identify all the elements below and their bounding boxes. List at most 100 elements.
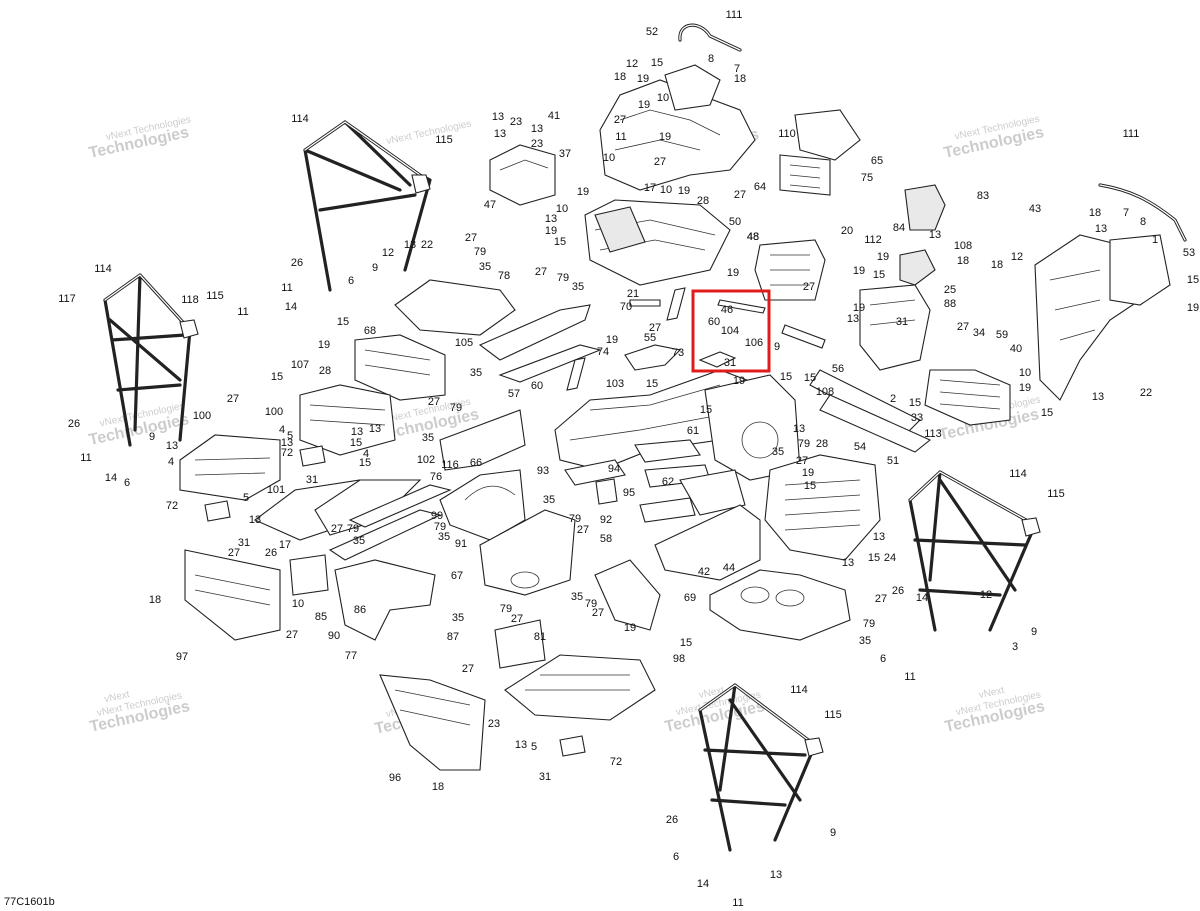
- callout-number: 13: [1095, 223, 1107, 235]
- callout-number: 4: [363, 448, 369, 460]
- callout-number: 27: [649, 322, 661, 334]
- callout-number: 27: [428, 396, 440, 408]
- callout-number: 111: [726, 9, 743, 21]
- callout-number: 9: [1031, 626, 1037, 638]
- callout-number: 11: [732, 897, 743, 909]
- callout-number: 13: [545, 213, 557, 225]
- callout-number: 18: [734, 73, 746, 85]
- callout-number: 35: [572, 281, 584, 293]
- callout-number: 107: [291, 359, 309, 371]
- callout-number: 77: [345, 650, 357, 662]
- callout-number: 64: [754, 181, 766, 193]
- callout-number: 35: [571, 591, 583, 603]
- callout-number: 7: [1123, 207, 1129, 219]
- callout-number: 93: [537, 465, 549, 477]
- callout-number: 91: [455, 538, 467, 550]
- right-fender-liner: [654, 504, 761, 581]
- grab-bar-top: [678, 23, 742, 52]
- dashboard-upper: [599, 64, 756, 191]
- callout-number: 35: [479, 261, 491, 273]
- callout-number: 85: [315, 611, 327, 623]
- callout-number: 26: [265, 547, 277, 559]
- callout-number: 54: [854, 441, 866, 453]
- callout-number: 19: [577, 186, 589, 198]
- callout-number: 48: [747, 231, 759, 243]
- callout-number: 60: [531, 380, 543, 392]
- callout-number: 111: [1123, 128, 1140, 140]
- watermark-line: vNext: [103, 689, 131, 705]
- floor-pan-left: [179, 434, 281, 501]
- callout-number: 31: [539, 771, 551, 783]
- callout-number: 31: [724, 357, 736, 369]
- callout-number: 79: [347, 523, 359, 535]
- callout-number: 72: [166, 500, 178, 512]
- side-panel-right: [1034, 234, 1171, 401]
- callout-number: 10: [556, 203, 568, 215]
- watermark: vNext vNext Technologies Technologies: [88, 689, 191, 736]
- callout-number: 96: [389, 772, 401, 784]
- callout-number: 100: [193, 410, 211, 422]
- grab-bar-right: [1098, 183, 1187, 242]
- callout-number: 15: [909, 397, 921, 409]
- callout-number: 19: [877, 251, 889, 263]
- callout-number: 24: [884, 552, 896, 564]
- sill-trim-right: [809, 369, 932, 453]
- callout-number: 98: [673, 653, 685, 665]
- watermark-line: vNext Technologies: [385, 118, 472, 147]
- roll-cage-top-left: [303, 120, 432, 292]
- callout-number: 13: [929, 229, 941, 241]
- callout-number: 6: [124, 477, 130, 489]
- cargo-tray-top: [584, 199, 731, 286]
- callout-number: 15: [271, 371, 283, 383]
- watermark: vNext Technologies Technologies: [942, 114, 1045, 162]
- callout-number: 115: [435, 134, 453, 146]
- callout-number: 15: [651, 57, 663, 69]
- callout-number: 15: [780, 371, 792, 383]
- callout-number: 19: [637, 73, 649, 85]
- callout-number: 114: [790, 684, 808, 696]
- callout-number: 9: [372, 262, 378, 274]
- callout-number: 18: [1089, 207, 1101, 219]
- roll-cage-right: [908, 470, 1041, 632]
- callout-number: 10: [660, 184, 672, 196]
- callout-number: 27: [577, 524, 589, 536]
- callout-number: 5: [287, 430, 293, 442]
- callout-number: 92: [600, 514, 612, 526]
- callout-number: 35: [353, 535, 365, 547]
- callout-number: 62: [662, 476, 674, 488]
- callout-number: 100: [265, 406, 283, 418]
- callout-number: 112: [864, 234, 882, 246]
- callout-number: 19: [733, 375, 745, 387]
- callout-number: 88: [944, 298, 956, 310]
- callout-number: 95: [623, 487, 635, 499]
- callout-number: 27: [957, 321, 969, 333]
- callout-number: 11: [80, 452, 91, 464]
- callout-number: 6: [348, 275, 354, 287]
- callout-number: 61: [687, 425, 699, 437]
- callout-number: 15: [1041, 407, 1053, 419]
- callout-number: 13: [494, 128, 506, 140]
- callout-number: 43: [1029, 203, 1041, 215]
- callout-number: 68: [364, 325, 376, 337]
- callout-number: 115: [824, 709, 842, 721]
- callout-number: 9: [774, 341, 780, 353]
- callout-number: 79: [569, 513, 581, 525]
- callout-number: 81: [534, 631, 546, 643]
- door-panel-right: [859, 284, 931, 371]
- callout-number: 13: [531, 123, 543, 135]
- glovebox-lid: [489, 144, 556, 206]
- callout-number: 1: [1152, 234, 1158, 246]
- callout-number: 10: [657, 92, 669, 104]
- callout-number: 31: [896, 316, 908, 328]
- callout-number: 13: [369, 423, 381, 435]
- callout-number: 105: [455, 337, 473, 349]
- watermark: vNext Technologies: [385, 118, 472, 147]
- callout-number: 19: [678, 185, 690, 197]
- watermark: vNext Technologies Technologies: [87, 114, 192, 162]
- callout-number: 117: [58, 293, 76, 305]
- callout-number: 13: [842, 557, 854, 569]
- callout-number: 12: [980, 589, 992, 601]
- callout-number: 67: [451, 570, 463, 582]
